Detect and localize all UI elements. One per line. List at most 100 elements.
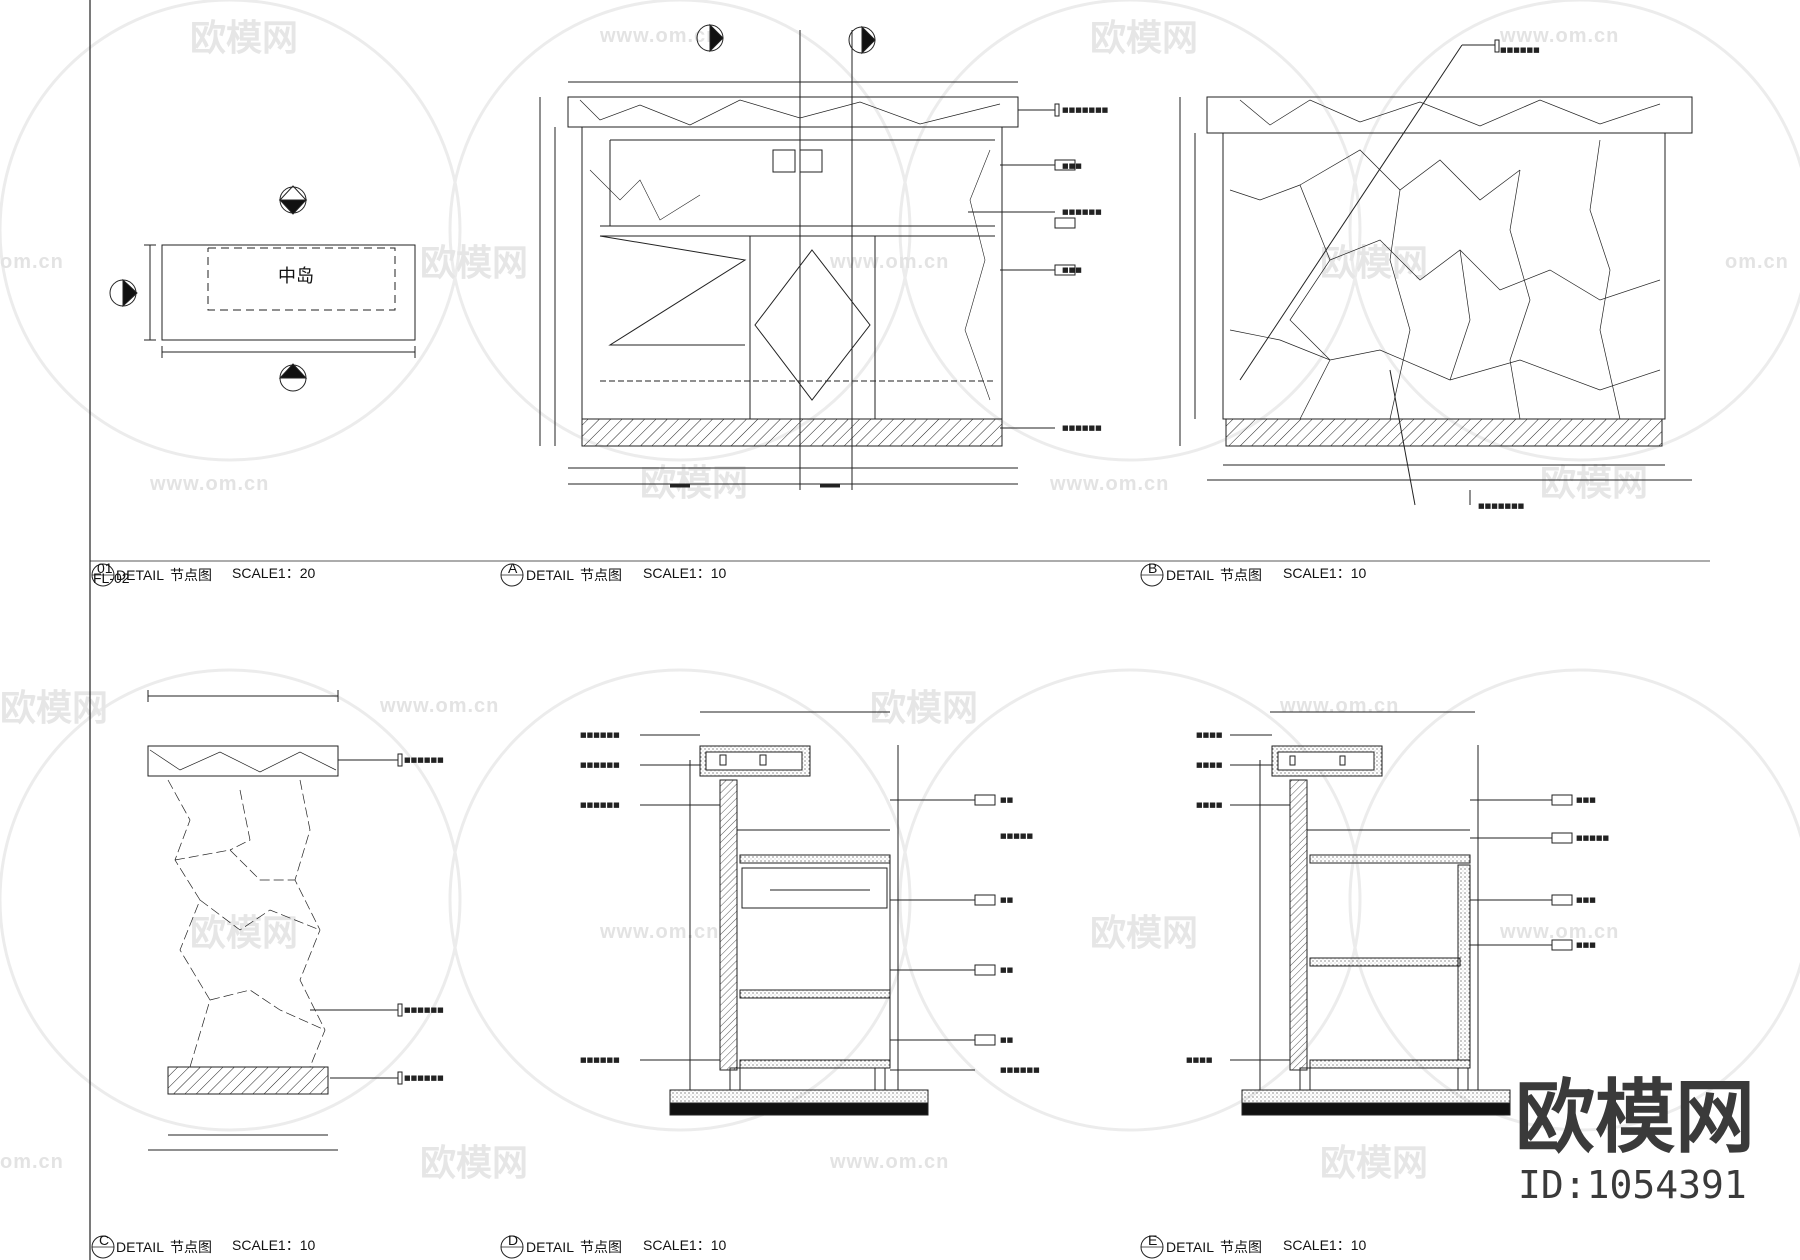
watermark-url: www.om.cn bbox=[1499, 921, 1619, 943]
watermark-url: www.om.cn bbox=[1499, 25, 1619, 47]
watermark-brand: 欧模网 bbox=[420, 1143, 528, 1184]
section-d bbox=[640, 711, 996, 1116]
title-block-p4: C DETAIL 节点图 SCALE1：10 bbox=[91, 1232, 315, 1259]
elevation-b bbox=[1179, 39, 1693, 506]
p4-title-cn: 节点图 bbox=[170, 1240, 212, 1256]
svg-text:■■■: ■■■ bbox=[1576, 896, 1596, 904]
title-block-p2: A DETAIL 节点图 SCALE1：10 bbox=[500, 560, 726, 587]
svg-text:■■■■■■: ■■■■■■ bbox=[1062, 424, 1102, 432]
p5-marker-top: D bbox=[508, 1232, 518, 1248]
p2-scale: SCALE1：10 bbox=[643, 565, 726, 581]
p6-scale: SCALE1：10 bbox=[1283, 1237, 1366, 1253]
svg-text:■■■■■■: ■■■■■■ bbox=[404, 756, 444, 764]
svg-text:■■■■■: ■■■■■ bbox=[1576, 834, 1609, 842]
watermark-url: www.om.cn bbox=[1049, 473, 1169, 495]
svg-text:■■: ■■ bbox=[1000, 966, 1013, 974]
section-e-notes: ■■■■ ■■■■ ■■■■ ■■■■ ■■■ ■■■■■ ■■■ ■■■ bbox=[1186, 731, 1609, 1064]
sheet-frame bbox=[89, 0, 1710, 1260]
watermark-brand: 欧模网 bbox=[1320, 1143, 1428, 1184]
svg-text:■■■■■■■: ■■■■■■■ bbox=[1062, 106, 1108, 114]
watermark-url: om.cn bbox=[0, 251, 64, 273]
watermark-brand: 欧模网 bbox=[870, 688, 978, 729]
p2-title-cn: 节点图 bbox=[580, 568, 622, 584]
elevation-a-notes: ■■■■■■■ ■■■ ■■■■■■ ■■■ ■■■■■■ bbox=[1062, 106, 1108, 432]
svg-text:■■: ■■ bbox=[1000, 796, 1013, 804]
island-label: 中岛 bbox=[278, 266, 314, 287]
watermark-arcs bbox=[0, 0, 1800, 1132]
svg-text:■■■■■■■: ■■■■■■■ bbox=[1478, 502, 1524, 510]
svg-text:■■■■■: ■■■■■ bbox=[1000, 832, 1033, 840]
watermark-url: www.om.cn bbox=[379, 695, 499, 717]
p6-title-cn: 节点图 bbox=[1220, 1240, 1262, 1256]
watermark-url: om.cn bbox=[0, 1151, 64, 1173]
watermark-url: www.om.cn bbox=[599, 921, 719, 943]
svg-text:■■: ■■ bbox=[1000, 896, 1013, 904]
p5-title-cn: 节点图 bbox=[580, 1240, 622, 1256]
watermark-url: www.om.cn bbox=[1279, 695, 1399, 717]
p4-marker-top: C bbox=[99, 1232, 109, 1248]
p1-marker-bottom: FL-02 bbox=[93, 570, 130, 586]
p5-scale: SCALE1：10 bbox=[643, 1237, 726, 1253]
plan-view bbox=[109, 185, 416, 392]
watermark-brand: 欧模网 bbox=[0, 688, 108, 729]
p3-title-cn: 节点图 bbox=[1220, 568, 1262, 584]
p3-title: DETAIL bbox=[1166, 567, 1214, 583]
svg-text:■■■: ■■■ bbox=[1576, 796, 1596, 804]
watermark-url: www.om.cn bbox=[599, 25, 719, 47]
section-e bbox=[1230, 711, 1573, 1116]
p1-scale: SCALE1：20 bbox=[232, 565, 315, 581]
svg-text:■■■■: ■■■■ bbox=[1186, 1056, 1212, 1064]
elevation-a bbox=[539, 23, 1076, 490]
svg-text:■■■■■■: ■■■■■■ bbox=[1062, 208, 1102, 216]
elevation-c-notes: ■■■■■■ ■■■■■■ ■■■■■■ bbox=[404, 756, 444, 1082]
watermark-brand: 欧模网 bbox=[420, 243, 528, 284]
title-block-p5: D DETAIL 节点图 SCALE1：10 bbox=[500, 1232, 726, 1259]
elevation-c bbox=[147, 690, 403, 1151]
svg-text:■■■: ■■■ bbox=[1062, 162, 1082, 170]
brand-mark: 欧模网 ID:1054391 bbox=[1515, 1071, 1755, 1207]
elevation-b-notes: ■■■■■■ ■■■■■■■ bbox=[1478, 46, 1540, 510]
title-block-p1: 01 FL-02 DETAIL 节点图 SCALE1：20 bbox=[91, 560, 315, 587]
p1-title-cn: 节点图 bbox=[170, 568, 212, 584]
svg-text:■■■■■■: ■■■■■■ bbox=[580, 801, 620, 809]
svg-text:■■■■■■: ■■■■■■ bbox=[580, 731, 620, 739]
section-d-notes: ■■■■■■ ■■■■■■ ■■■■■■ ■■■■■■ ■■ ■■■■■ ■■ … bbox=[580, 731, 1040, 1074]
watermark-url: www.om.cn bbox=[829, 251, 949, 273]
p1-marker-top: 01 bbox=[97, 560, 113, 576]
watermark-brand: 欧模网 bbox=[1320, 243, 1428, 284]
title-block-p6: E DETAIL 节点图 SCALE1：10 bbox=[1140, 1232, 1366, 1259]
p2-marker-top: A bbox=[508, 560, 518, 576]
watermark-url: www.om.cn bbox=[149, 473, 269, 495]
title-block-p3: B DETAIL 节点图 SCALE1：10 bbox=[1140, 560, 1366, 587]
p1-title: DETAIL bbox=[116, 567, 164, 583]
p2-title: DETAIL bbox=[526, 567, 574, 583]
svg-text:■■■■■■: ■■■■■■ bbox=[1500, 46, 1540, 54]
svg-text:■■■■■■: ■■■■■■ bbox=[580, 761, 620, 769]
p4-title: DETAIL bbox=[116, 1239, 164, 1255]
watermark-brand: 欧模网 bbox=[190, 18, 298, 59]
p5-title: DETAIL bbox=[526, 1239, 574, 1255]
svg-text:■■■: ■■■ bbox=[1062, 266, 1082, 274]
watermark-brand: 欧模网 bbox=[190, 913, 298, 954]
svg-text:■■■■: ■■■■ bbox=[1196, 761, 1222, 769]
p4-scale: SCALE1：10 bbox=[232, 1237, 315, 1253]
watermark-url: www.om.cn bbox=[829, 1151, 949, 1173]
p6-title: DETAIL bbox=[1166, 1239, 1214, 1255]
watermark-layer: 欧模网 欧模网 欧模网 欧模网 欧模网 欧模网 欧模网 欧模网 欧模网 欧模网 … bbox=[0, 18, 1789, 1184]
svg-text:■■■■■■: ■■■■■■ bbox=[404, 1006, 444, 1014]
brand-id: ID:1054391 bbox=[1518, 1163, 1747, 1207]
p3-marker-top: B bbox=[1148, 560, 1157, 576]
watermark-url: om.cn bbox=[1725, 251, 1789, 273]
watermark-brand: 欧模网 bbox=[1540, 463, 1648, 504]
svg-text:■■■■: ■■■■ bbox=[1196, 801, 1222, 809]
svg-text:■■: ■■ bbox=[1000, 1036, 1013, 1044]
watermark-brand: 欧模网 bbox=[1090, 913, 1198, 954]
svg-text:■■■■■■: ■■■■■■ bbox=[404, 1074, 444, 1082]
brand-name: 欧模网 bbox=[1515, 1071, 1755, 1164]
svg-text:■■■: ■■■ bbox=[1576, 941, 1596, 949]
p6-marker-top: E bbox=[1148, 1232, 1157, 1248]
svg-text:■■■■■■: ■■■■■■ bbox=[580, 1056, 620, 1064]
watermark-brand: 欧模网 bbox=[1090, 18, 1198, 59]
svg-text:■■■■: ■■■■ bbox=[1196, 731, 1222, 739]
